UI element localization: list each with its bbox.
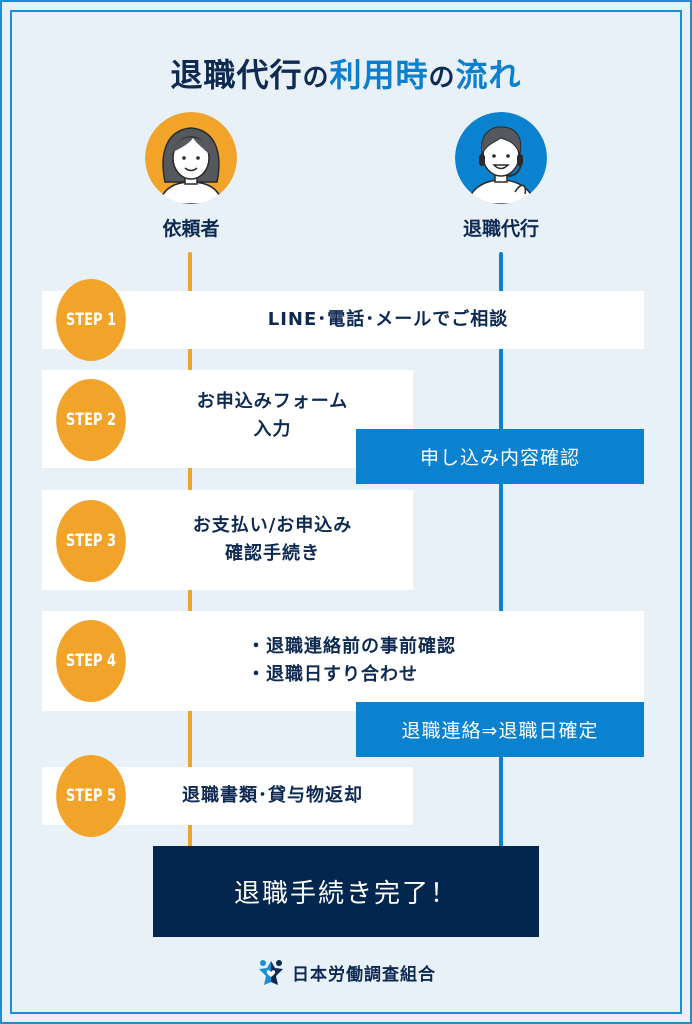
star-people-logo-icon — [256, 958, 286, 986]
step-badge-3: STEP 3 — [56, 500, 126, 582]
step-card-4: ・退職連絡前の事前確認 ・退職日すり合わせ — [42, 611, 644, 711]
agent-action-resignation-notice: 退職連絡⇒退職日確定 — [356, 702, 644, 757]
title-connector-2: の — [428, 63, 456, 93]
step-badge-1: STEP 1 — [56, 279, 126, 361]
agent-action-review-application: 申し込み内容確認 — [356, 429, 644, 484]
step-badge-5: STEP 5 — [56, 755, 126, 837]
woman-avatar-icon — [145, 112, 237, 204]
agent-timeline-line — [499, 252, 503, 847]
step-2-text-line-2: 入力 — [253, 419, 292, 440]
step-2-text-line-1: お申込みフォーム — [196, 391, 349, 413]
footer: 日本労働調査組合 — [0, 958, 692, 986]
step-badge-2: STEP 2 — [56, 379, 126, 461]
completion-banner: 退職手続き完了！ — [153, 846, 539, 937]
step-4-text-line-1: ・退職連絡前の事前確認 — [247, 636, 456, 658]
operator-headset-avatar-icon — [455, 112, 547, 204]
title-part-2: 利用時 — [329, 56, 429, 94]
title-part-3: 流れ — [455, 56, 522, 94]
step-card-1: LINE･電話･メールでご相談 — [42, 291, 644, 349]
step-badge-4: STEP 4 — [56, 620, 126, 702]
organization-name: 日本労働調査組合 — [292, 964, 436, 985]
step-5-text: 退職書類･貸与物返却 — [182, 785, 363, 807]
inner-frame — [10, 10, 682, 1014]
page-title: 退職代行の利用時の流れ — [0, 50, 692, 96]
role-label-agent: 退職代行 — [462, 218, 539, 240]
role-label-client: 依頼者 — [162, 218, 220, 240]
step-3-text-line-2: 確認手続き — [224, 543, 320, 564]
step-1-text: LINE･電話･メールでご相談 — [267, 309, 509, 331]
step-4-text-line-2: ・退職日すり合わせ — [247, 664, 418, 685]
title-part-1: 退職代行 — [170, 56, 303, 94]
title-connector-1: の — [302, 63, 330, 93]
step-3-text-line-1: お支払い/お申込み — [192, 515, 353, 537]
